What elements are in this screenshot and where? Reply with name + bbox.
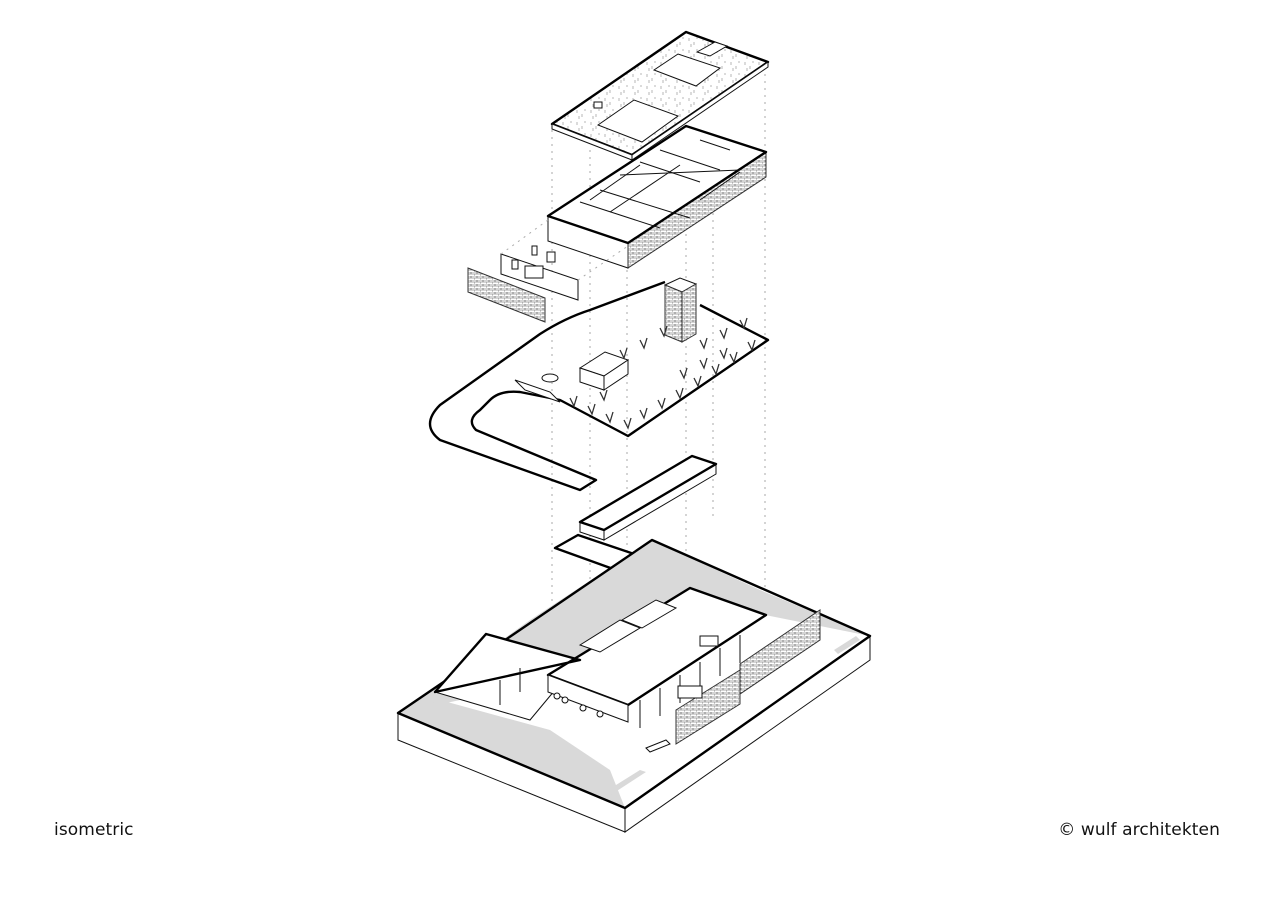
drawing-type-caption: isometric	[54, 820, 134, 840]
tree-symbols	[569, 317, 756, 430]
facade-panels	[467, 219, 629, 323]
landscape-layer	[428, 277, 770, 492]
roof-layer	[550, 30, 770, 161]
site-base-layer	[396, 538, 872, 833]
upper-floor-layer	[546, 124, 768, 269]
mezzanine-layer	[553, 454, 718, 579]
copyright-caption: © wulf architekten	[1058, 820, 1220, 840]
